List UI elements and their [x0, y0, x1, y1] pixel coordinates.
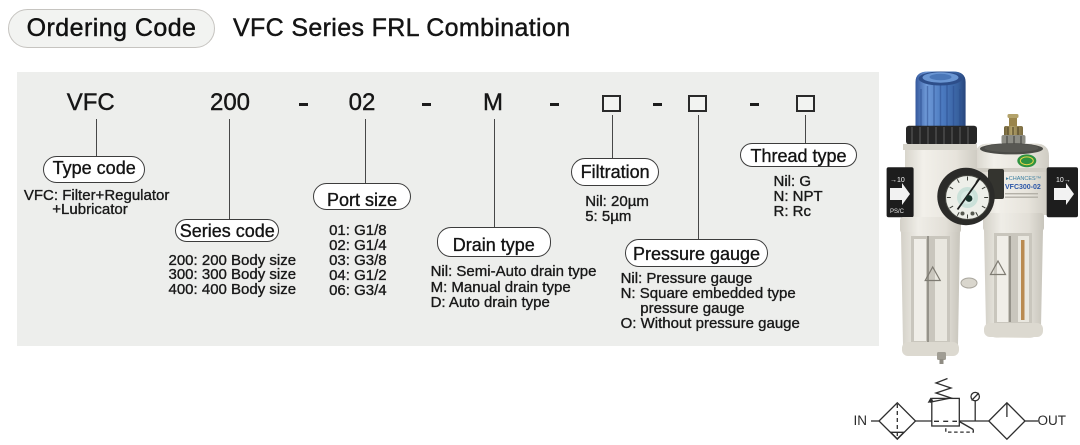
svg-text:VFC300-02: VFC300-02 [1005, 184, 1041, 191]
svg-text:→10: →10 [890, 177, 905, 184]
svg-text:▸CHANCES™: ▸CHANCES™ [1006, 176, 1041, 182]
svg-text:OUT: OUT [1038, 413, 1067, 428]
svg-text:IN: IN [854, 413, 868, 428]
svg-text:10→: 10→ [1056, 177, 1071, 184]
svg-text:PS/C: PS/C [890, 209, 905, 215]
